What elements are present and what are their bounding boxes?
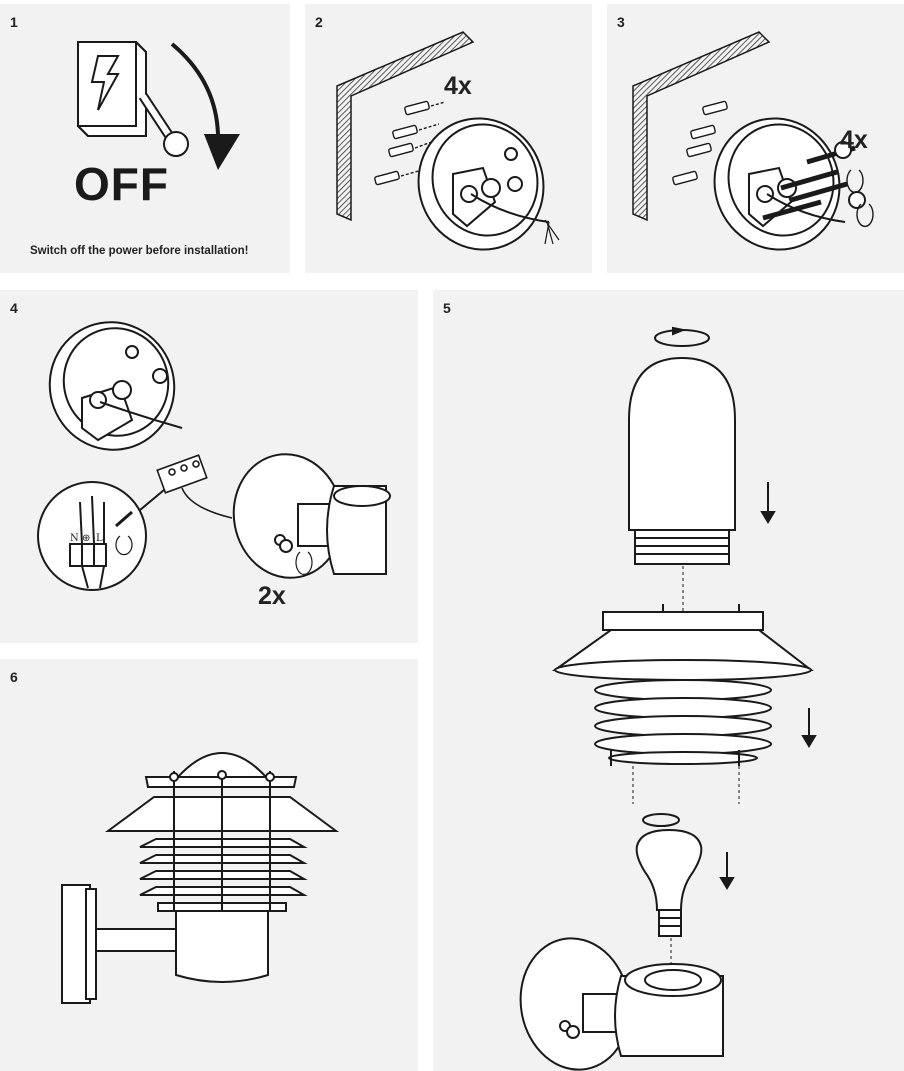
wall-mount-plugs-illustration: [336, 31, 560, 251]
rotate-arrow-icon: [642, 813, 680, 827]
louvred-shade: [551, 604, 814, 766]
step-number: 5: [443, 300, 451, 316]
wall-corner: [632, 31, 771, 222]
step-3-panel: 3: [607, 4, 904, 273]
step-number: 4: [10, 300, 18, 316]
lamp-assembly-illustration: [519, 326, 817, 1071]
step-2-panel: 2: [305, 4, 592, 273]
curved-arrow-icon: [170, 42, 240, 170]
lamp-bracket: [519, 937, 724, 1071]
screw-icon: [762, 141, 866, 221]
wiring-illustration: N ⊕ L: [37, 321, 391, 591]
lamp-base-plate: [713, 117, 846, 251]
lamp-base-plate: [417, 117, 560, 251]
off-label: OFF: [74, 158, 169, 210]
quantity-label: 4x: [840, 126, 868, 154]
terminal-block-icon: [156, 454, 233, 519]
power-warning-caption: Switch off the power before installation…: [30, 245, 249, 257]
quantity-label: 4x: [444, 72, 472, 100]
step-5-panel: 5: [433, 290, 904, 1071]
quantity-label: 2x: [258, 582, 286, 610]
power-switch-icon: [77, 41, 189, 157]
down-arrow-icon: [801, 708, 817, 748]
wall-plug-icon: [672, 100, 728, 186]
step-number: 2: [315, 14, 323, 30]
terminal-label-earth: ⊕: [82, 533, 90, 544]
lamp-bracket: [232, 453, 391, 579]
assembled-wall-lamp: [61, 752, 340, 1004]
wall-corner: [336, 31, 475, 222]
down-arrow-icon: [760, 482, 776, 524]
step-number: 3: [617, 14, 625, 30]
assembled-lamp-illustration: [61, 752, 340, 1004]
step-1-panel: 1 OFF Switch off the power before instal…: [0, 4, 290, 273]
light-bulb-icon: [635, 828, 703, 937]
down-arrow-icon: [719, 852, 735, 890]
step-4-panel: 4: [0, 290, 418, 643]
step-6-panel: 6: [0, 659, 418, 1071]
lamp-base-plate: [48, 321, 183, 451]
terminal-label-l: L: [96, 533, 103, 544]
screw-base-illustration: [632, 31, 874, 251]
power-switch-illustration: [77, 41, 240, 170]
glass-diffuser: [628, 356, 736, 565]
terminal-detail-magnifier: [37, 481, 165, 591]
terminal-label-n: N: [70, 533, 79, 544]
step-number: 6: [10, 669, 18, 685]
step-number: 1: [10, 14, 18, 30]
rotate-arrow-icon: [654, 326, 710, 347]
rotate-arrow-icon: [846, 169, 874, 228]
wall-plug-icon: [374, 100, 446, 186]
